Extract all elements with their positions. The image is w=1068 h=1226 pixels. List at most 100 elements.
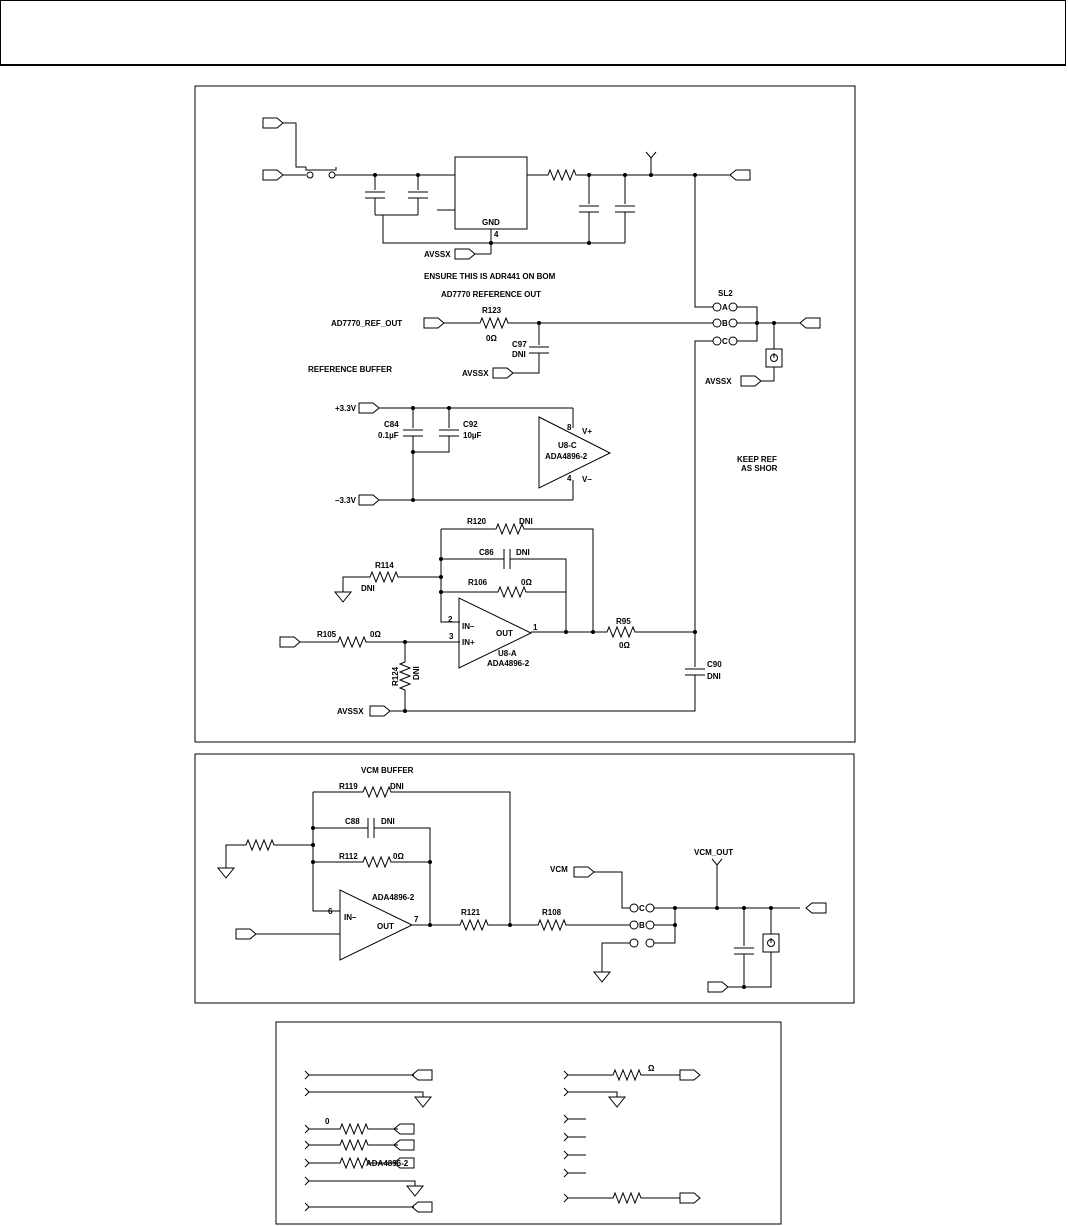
r119-value: DNI (390, 782, 404, 791)
input-capacitor-2 (407, 175, 429, 215)
ohm-label: Ω (648, 1064, 655, 1073)
bottom-resistor-5 (608, 1192, 646, 1204)
r106-value: 0Ω (521, 578, 532, 587)
pin-arrow-icon (563, 1150, 569, 1160)
vcm-jumper-c-label: C (639, 904, 645, 913)
jumper-c-label: C (722, 337, 728, 346)
output-capacitor-1 (578, 175, 600, 243)
c84-value: 0.1µF (378, 431, 399, 440)
net-flag-icon (711, 858, 723, 908)
r114-value: DNI (361, 584, 375, 593)
c88-value: DNI (381, 817, 395, 826)
ground-icon (406, 1185, 424, 1197)
keep-ref-note-1: KEEP REF (737, 455, 777, 464)
r124-value: DNI (412, 666, 421, 680)
r123-ref: R123 (482, 306, 502, 315)
bottom-resistor-4 (608, 1069, 646, 1081)
vcm-jumper-a (629, 938, 655, 948)
u8a-out: OUT (496, 629, 513, 638)
r123-value: 0Ω (486, 334, 497, 343)
vcm-panel-border (194, 753, 855, 1004)
ref-out-title: AD7770 REFERENCE OUT (441, 290, 541, 299)
avssx-label: AVSSX (424, 250, 451, 259)
r106-resistor (493, 586, 531, 598)
vcm-buffer-title: VCM BUFFER (361, 766, 414, 775)
c86-value: DNI (516, 548, 530, 557)
avssx-label-2: AVSSX (462, 369, 489, 378)
switch-icon (305, 167, 337, 179)
r95-value: 0Ω (619, 641, 630, 650)
testpoint-icon (765, 348, 783, 368)
out-connector-6 (679, 1069, 701, 1081)
r114-ref: R114 (375, 561, 394, 570)
ic-pin4-label: 4 (494, 230, 499, 239)
pin-arrow-icon (563, 1087, 569, 1097)
u8a-part: ADA4896-2 (487, 659, 530, 668)
input-connector-2 (262, 169, 284, 181)
r114-resistor (365, 571, 403, 583)
p33-label: +3.3V (335, 404, 357, 413)
vcm-out-connector (805, 902, 827, 914)
u8a-inp: IN+ (462, 638, 475, 647)
pin-arrow-icon (304, 1176, 310, 1186)
r105-ref: R105 (317, 630, 337, 639)
opamp-u8c (538, 416, 612, 489)
sl2-label: SL2 (718, 289, 733, 298)
c90-value: DNI (707, 672, 721, 681)
r112-ref: R112 (339, 852, 358, 861)
ref-buffer-title: REFERENCE BUFFER (308, 365, 392, 374)
u8a-pin2: 2 (448, 615, 453, 624)
pin-arrow-icon (304, 1158, 310, 1168)
c92-value: 10µF (463, 431, 482, 440)
ground-icon (414, 1096, 432, 1108)
r105-resistor (333, 636, 371, 648)
ref-out-connector (799, 317, 821, 329)
c90-capacitor (684, 668, 706, 676)
r108-ref: R108 (542, 908, 562, 917)
vcm-opamp-pin7: 7 (414, 915, 419, 924)
p33-connector (358, 402, 380, 414)
c84-ref: C84 (384, 420, 399, 429)
reference-panel-border (194, 85, 856, 743)
vcm-label: VCM (550, 865, 568, 874)
c92-ref: C92 (463, 420, 478, 429)
ic-gnd-label: GND (482, 218, 500, 227)
avssx-connector (454, 248, 476, 260)
c88-ref: C88 (345, 817, 360, 826)
vcm-out-label: VCM_OUT (694, 848, 733, 857)
u8c-pin4: 4 (567, 474, 572, 483)
vcm-opamp-pin6: 6 (328, 907, 333, 916)
output-connector (729, 169, 751, 181)
bom-note: ENSURE THIS IS ADR441 ON BOM (424, 272, 556, 281)
pin-arrow-icon (304, 1070, 310, 1080)
r112-value: 0Ω (393, 852, 404, 861)
net-flag-icon (645, 151, 657, 175)
vcm-input-connector (235, 928, 257, 940)
r124-ref: R124 (391, 666, 400, 686)
r119-ref: R119 (339, 782, 358, 791)
pin-arrow-icon (563, 1070, 569, 1080)
jumper-b-label: B (722, 319, 728, 328)
pin-arrow-icon (304, 1124, 310, 1134)
pin-arrow-icon (304, 1202, 310, 1212)
vcm-gain-resistor (241, 839, 279, 851)
input-capacitor-1 (364, 175, 386, 215)
opamp-u8a (458, 597, 533, 669)
r120-value: DNI (519, 517, 533, 526)
bottom-resistor-2 (335, 1139, 373, 1151)
bottom-resistor-1 (335, 1123, 373, 1135)
r95-ref: R95 (616, 617, 631, 626)
ground-icon (593, 971, 611, 983)
pin-arrow-icon (563, 1193, 569, 1203)
r123-resistor (475, 317, 513, 329)
u8c-pin8: 8 (567, 423, 572, 432)
input-connector-1 (262, 117, 284, 129)
r106-ref: R106 (468, 578, 488, 587)
u8c-part: ADA4896-2 (545, 452, 588, 461)
pin-arrow-icon (563, 1114, 569, 1124)
ref-out-net-label: AD7770_REF_OUT (331, 319, 402, 328)
r108-resistor (533, 919, 571, 931)
r121-ref: R121 (461, 908, 481, 917)
pin-arrow-icon (563, 1168, 569, 1178)
